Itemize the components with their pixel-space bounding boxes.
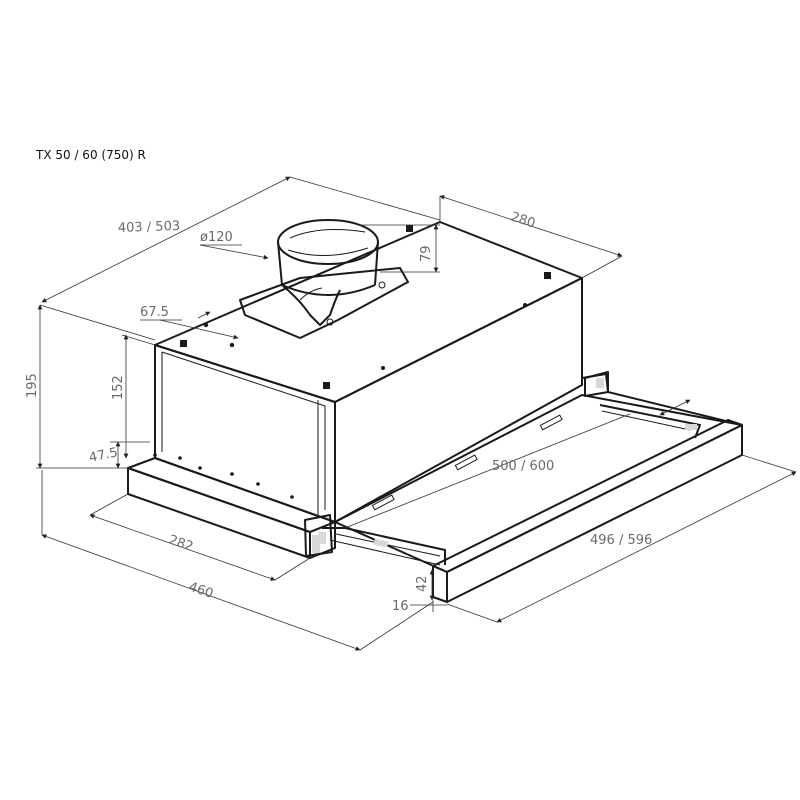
- hood-body: [154, 221, 583, 523]
- hood-front-face: [154, 344, 336, 523]
- dimension-labels: 403 / 503 280 ø120 79 67.5 195 152 47.5 …: [25, 210, 652, 614]
- dim-panel-height: 42: [415, 575, 430, 592]
- dim-chimney-width: 280: [509, 210, 537, 232]
- dim-front-height: 47.5: [88, 445, 119, 466]
- dim-slide-width: 500 / 600: [492, 459, 554, 474]
- dim-depth: 403 / 503: [118, 219, 181, 236]
- dimension-lines: [36, 176, 797, 651]
- dim-front-width: 282: [167, 533, 195, 555]
- dim-total-width: 460: [187, 580, 215, 602]
- screw-markers: [153, 225, 551, 499]
- drawer-front-panel: [446, 424, 743, 603]
- dim-outlet-offset: 67.5: [140, 305, 169, 320]
- dim-body-height: 152: [111, 375, 126, 400]
- model-title: TX 50 / 60 (750) R: [36, 148, 146, 162]
- dim-panel-width: 496 / 596: [590, 533, 652, 548]
- dim-total-height: 195: [25, 373, 40, 398]
- hood-side-face: [334, 277, 583, 523]
- dim-outlet-diameter: ø120: [200, 230, 233, 245]
- dim-outlet-height: 79: [419, 245, 434, 262]
- dim-panel-depth: 16: [392, 599, 409, 614]
- exhaust-outlet: [239, 219, 409, 339]
